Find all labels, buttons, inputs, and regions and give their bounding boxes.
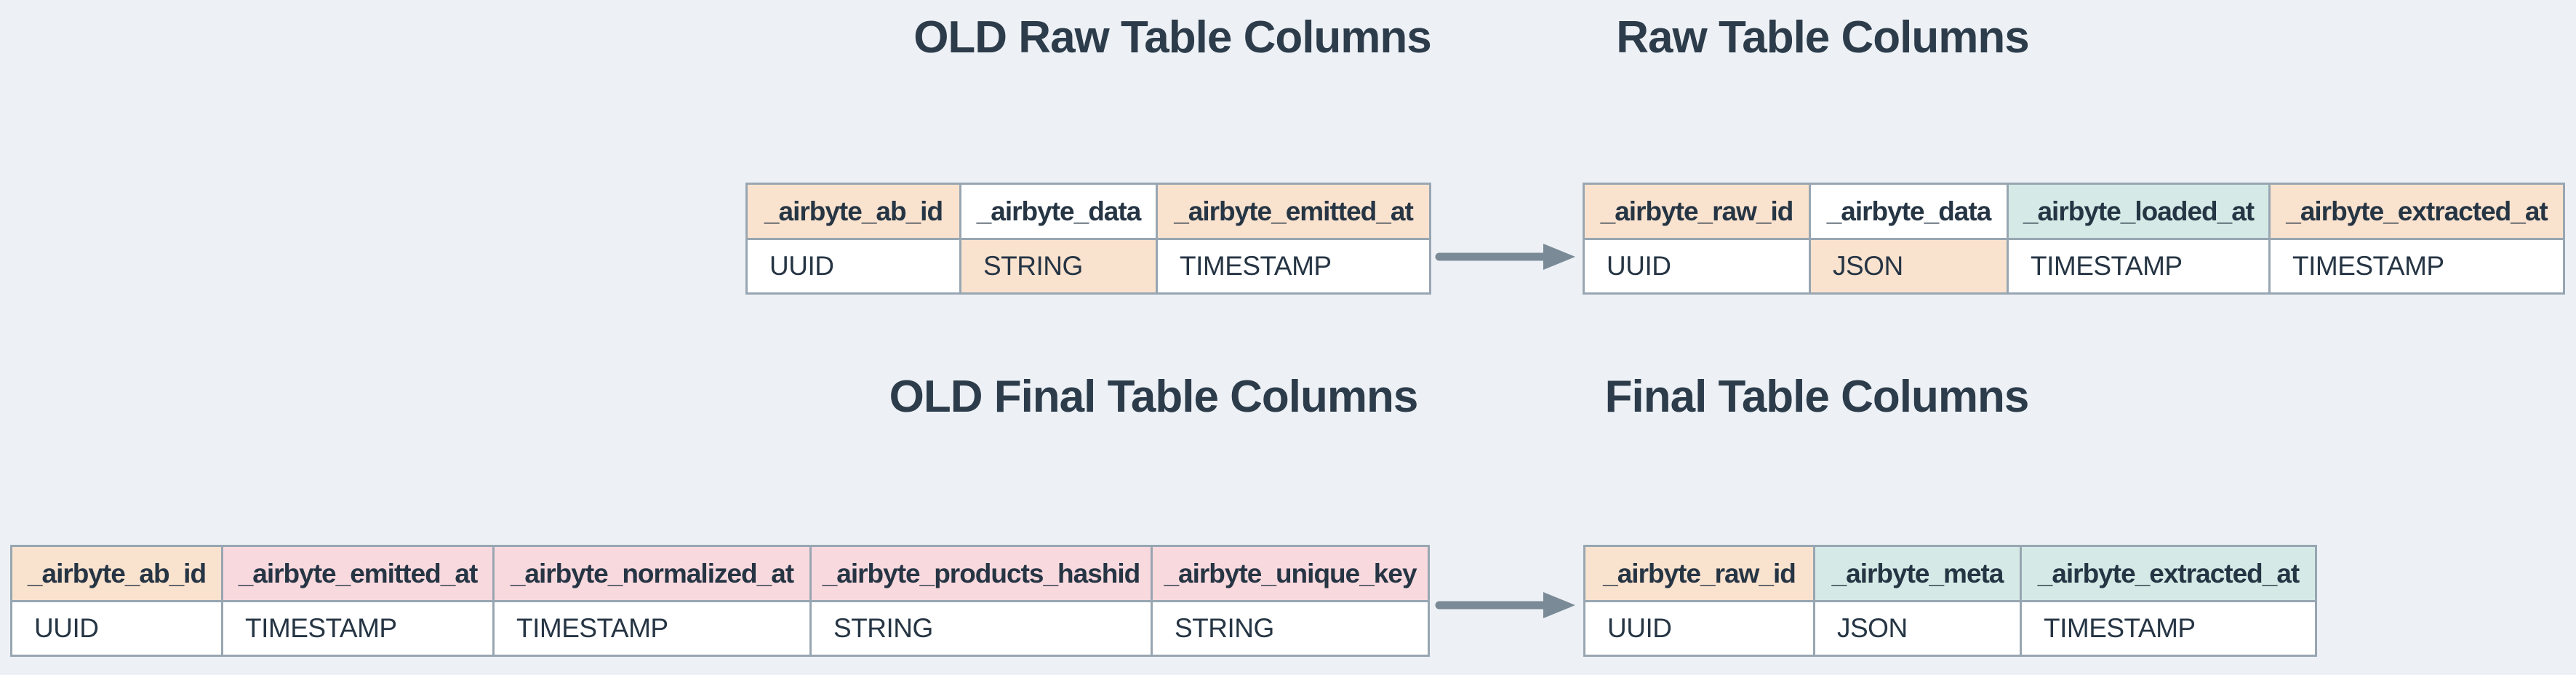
column-name-cell: _airbyte_extracted_at: [2020, 545, 2317, 602]
arrow-right-icon: [1435, 244, 1575, 270]
old-final-header-row: _airbyte_ab_id _airbyte_emitted_at _airb…: [10, 545, 1430, 602]
arrow-right-icon: [1435, 592, 1575, 618]
old-final-type-row: UUID TIMESTAMP TIMESTAMP STRING STRING: [10, 600, 1430, 657]
raw-table: _airbyte_raw_id _airbyte_data _airbyte_l…: [1583, 183, 2565, 295]
final-type-row: UUID JSON TIMESTAMP: [1583, 600, 2317, 657]
final-table-grid: _airbyte_raw_id _airbyte_meta _airbyte_e…: [1583, 545, 2317, 657]
old-raw-header-row: _airbyte_ab_id _airbyte_data _airbyte_em…: [745, 183, 1431, 240]
raw-table-title: Raw Table Columns: [1616, 12, 2029, 63]
column-name-cell: _airbyte_ab_id: [745, 183, 961, 240]
column-type-cell: TIMESTAMP: [2268, 238, 2565, 295]
final-header-row: _airbyte_raw_id _airbyte_meta _airbyte_e…: [1583, 545, 2317, 602]
raw-table-grid: _airbyte_raw_id _airbyte_data _airbyte_l…: [1583, 183, 2565, 295]
column-name-cell: _airbyte_loaded_at: [2007, 183, 2271, 240]
column-name-cell: _airbyte_raw_id: [1583, 545, 1815, 602]
column-name-cell: _airbyte_meta: [1813, 545, 2022, 602]
column-type-cell: STRING: [959, 238, 1158, 295]
column-type-cell: TIMESTAMP: [2020, 600, 2317, 657]
old-raw-type-row: UUID STRING TIMESTAMP: [745, 238, 1431, 295]
column-name-cell: _airbyte_ab_id: [10, 545, 223, 602]
old-raw-table-title: OLD Raw Table Columns: [913, 12, 1432, 63]
column-name-cell: _airbyte_products_hashid: [809, 545, 1153, 602]
old-final-table-grid: _airbyte_ab_id _airbyte_emitted_at _airb…: [10, 545, 1430, 657]
column-name-cell: _airbyte_emitted_at: [1156, 183, 1431, 240]
column-name-cell: _airbyte_extracted_at: [2268, 183, 2565, 240]
column-type-cell: TIMESTAMP: [221, 600, 495, 657]
raw-header-row: _airbyte_raw_id _airbyte_data _airbyte_l…: [1583, 183, 2565, 240]
column-type-cell: TIMESTAMP: [492, 600, 812, 657]
final-table-title: Final Table Columns: [1604, 372, 2030, 422]
column-name-cell: _airbyte_emitted_at: [221, 545, 495, 602]
old-final-table-title: OLD Final Table Columns: [889, 372, 1419, 422]
column-name-cell: _airbyte_unique_key: [1151, 545, 1430, 602]
column-type-cell: JSON: [1809, 238, 2009, 295]
column-name-cell: _airbyte_data: [1809, 183, 2009, 240]
column-type-cell: UUID: [1583, 600, 1815, 657]
final-table: _airbyte_raw_id _airbyte_meta _airbyte_e…: [1583, 545, 2317, 657]
old-raw-table: _airbyte_ab_id _airbyte_data _airbyte_em…: [745, 183, 1431, 295]
column-type-cell: TIMESTAMP: [1156, 238, 1431, 295]
old-final-table: _airbyte_ab_id _airbyte_emitted_at _airb…: [10, 545, 1430, 657]
column-type-cell: STRING: [809, 600, 1153, 657]
old-raw-table-grid: _airbyte_ab_id _airbyte_data _airbyte_em…: [745, 183, 1431, 295]
column-type-cell: STRING: [1151, 600, 1430, 657]
column-name-cell: _airbyte_normalized_at: [492, 545, 812, 602]
column-type-cell: JSON: [1813, 600, 2022, 657]
column-type-cell: UUID: [10, 600, 223, 657]
column-type-cell: TIMESTAMP: [2007, 238, 2271, 295]
column-name-cell: _airbyte_data: [959, 183, 1158, 240]
column-type-cell: UUID: [1583, 238, 1811, 295]
column-type-cell: UUID: [745, 238, 961, 295]
raw-type-row: UUID JSON TIMESTAMP TIMESTAMP: [1583, 238, 2565, 295]
column-name-cell: _airbyte_raw_id: [1583, 183, 1811, 240]
